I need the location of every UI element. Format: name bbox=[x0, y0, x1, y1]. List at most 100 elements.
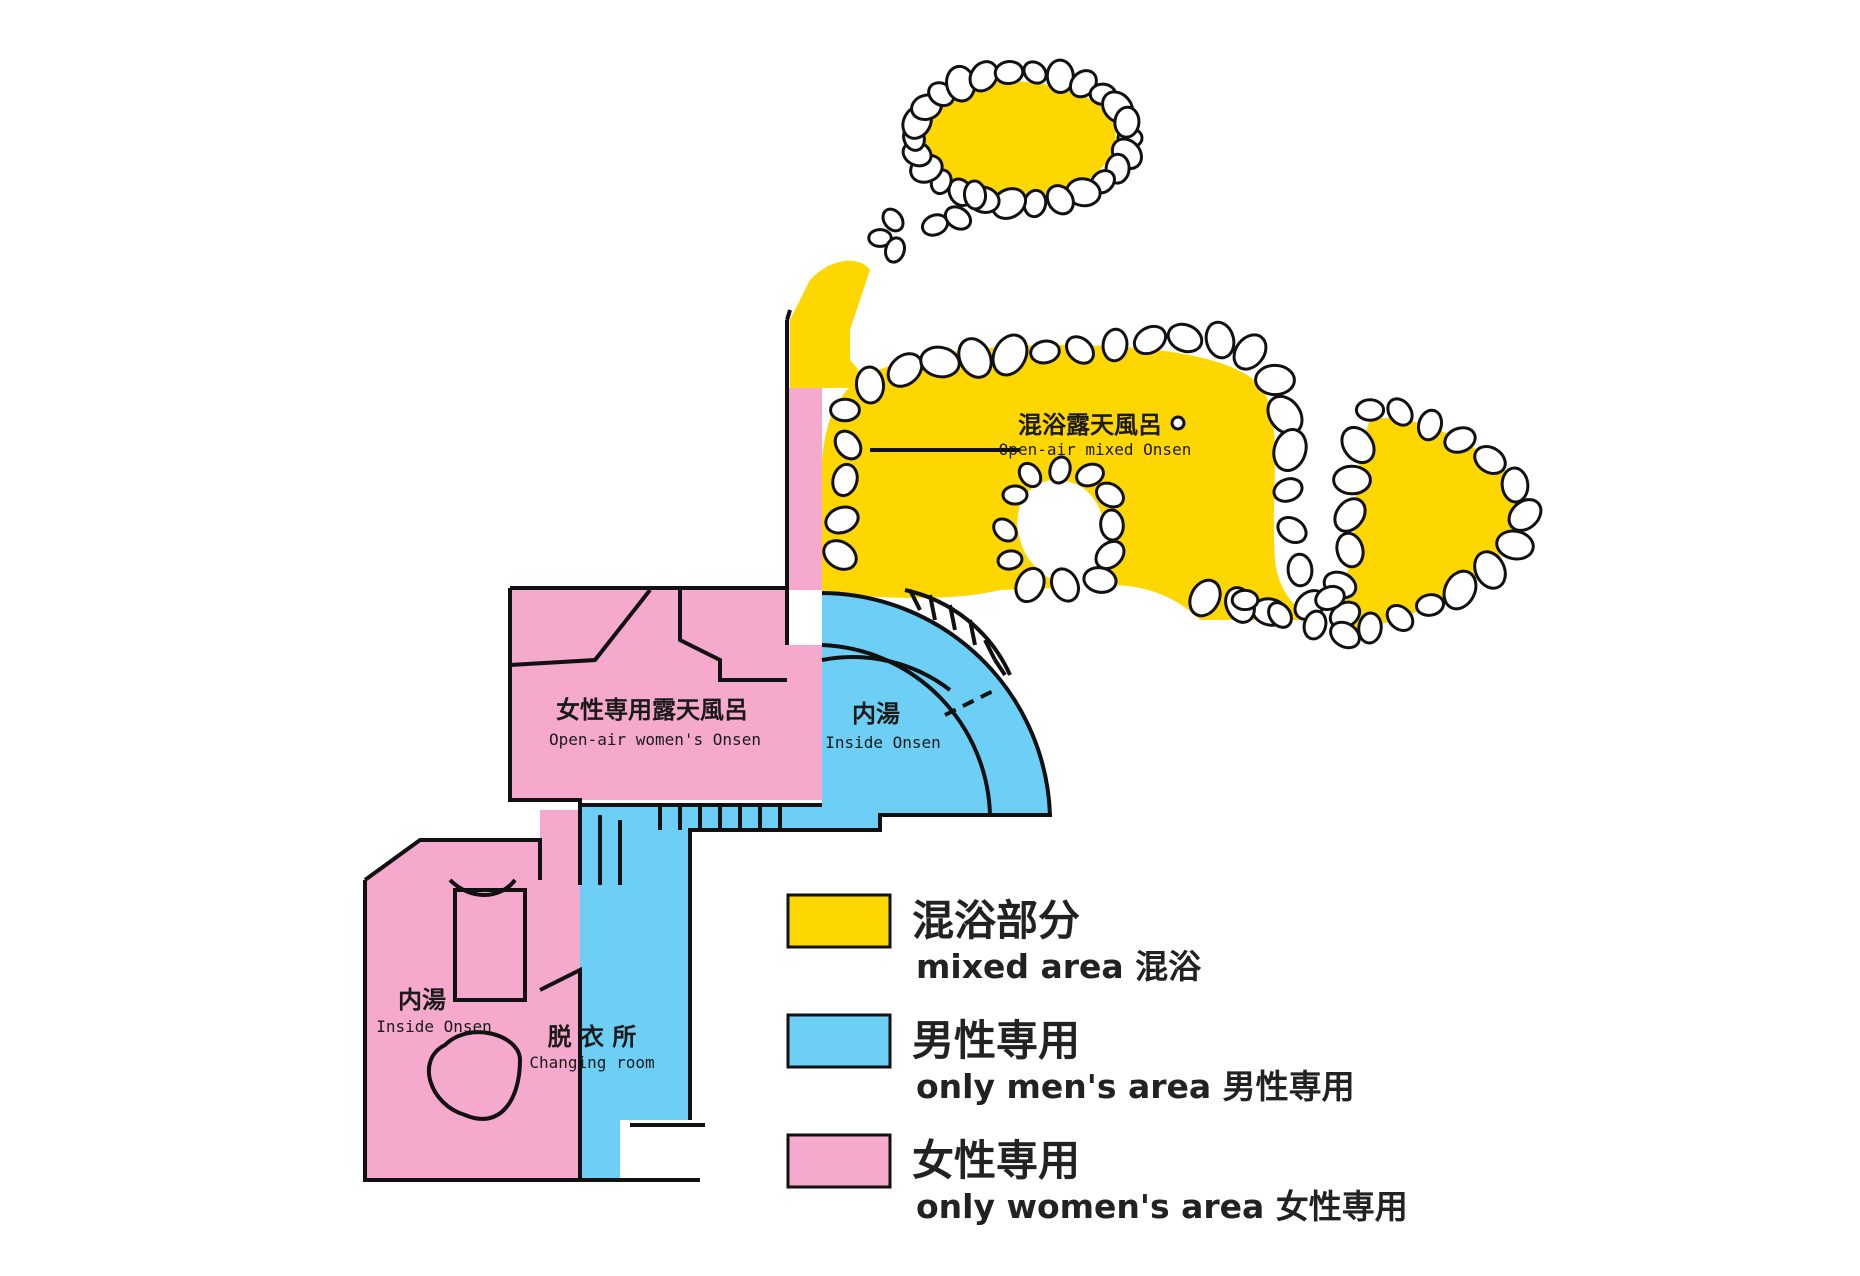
rock-stone bbox=[991, 333, 1029, 377]
women-open-air-label-en: Open-air women's Onsen bbox=[549, 730, 761, 749]
men-inside-room bbox=[822, 593, 1050, 830]
women-open-air-room bbox=[510, 588, 822, 800]
women-open-air-label-jp: 女性専用露天風呂 bbox=[556, 696, 748, 724]
mixed-open-air-label-jp: 混浴露天風呂 bbox=[1018, 411, 1162, 439]
rock-stone bbox=[1314, 584, 1346, 612]
rock-stone bbox=[1082, 566, 1118, 594]
legend-title-women: 女性専用 bbox=[912, 1136, 1080, 1185]
rock-stone bbox=[881, 207, 905, 233]
mixed-right-pool bbox=[1340, 418, 1522, 630]
rock-stone bbox=[1495, 529, 1535, 561]
changing-room-label-en: Changing room bbox=[529, 1053, 654, 1072]
rock-stone bbox=[1022, 60, 1048, 85]
rock-stone bbox=[1001, 484, 1029, 506]
mixed-stem bbox=[790, 260, 870, 388]
rock-stone bbox=[824, 505, 860, 535]
rock-stone bbox=[1385, 603, 1415, 633]
location-marker-icon bbox=[1170, 415, 1186, 431]
men-inside-label-jp: 内湯 bbox=[852, 700, 900, 728]
rock-stone bbox=[1500, 466, 1530, 504]
rock-stone bbox=[919, 345, 961, 379]
rock-border bbox=[822, 58, 1543, 650]
rock-stone bbox=[993, 59, 1025, 86]
rock-stone bbox=[1329, 620, 1361, 650]
rock-stone bbox=[833, 429, 863, 461]
rock-stone bbox=[1333, 497, 1367, 533]
men-inside-label-en: Inside Onsen bbox=[825, 733, 941, 752]
rock-stone bbox=[1029, 339, 1061, 365]
rock-stone bbox=[1357, 611, 1383, 645]
rock-stone bbox=[822, 539, 858, 571]
rock-stone bbox=[992, 517, 1018, 543]
rock-stone bbox=[1049, 567, 1081, 603]
legend: 混浴部分 mixed area 混浴 男性専用 only men's area … bbox=[786, 893, 1408, 1226]
rock-stone bbox=[996, 549, 1024, 571]
men-area bbox=[580, 593, 1050, 1180]
mixed-top-pool bbox=[918, 81, 1116, 197]
mixed-main-pool bbox=[822, 345, 1306, 620]
rock-stone bbox=[1065, 335, 1095, 365]
mixed-open-air-label-en: Open-air mixed Onsen bbox=[999, 440, 1192, 459]
legend-swatch-women bbox=[786, 1133, 892, 1189]
changing-room-label-jp: 脱 衣 所 bbox=[548, 1023, 637, 1051]
rock-stone bbox=[1095, 481, 1125, 509]
rock-stone bbox=[1414, 593, 1446, 617]
rock-stone bbox=[990, 187, 1028, 220]
rock-stone bbox=[1507, 498, 1543, 532]
rock-stone bbox=[1416, 408, 1444, 442]
legend-subtitle-mixed: mixed area 混浴 bbox=[916, 947, 1202, 986]
rock-stone bbox=[1188, 578, 1222, 618]
legend-subtitle-women: only women's area 女性専用 bbox=[916, 1187, 1408, 1226]
legend-swatch-mixed bbox=[786, 893, 892, 949]
legend-item-mixed: 混浴部分 mixed area 混浴 bbox=[786, 893, 1202, 986]
rock-stone bbox=[1272, 477, 1304, 503]
rock-stone bbox=[886, 352, 924, 388]
rock-stone bbox=[1045, 184, 1075, 216]
rock-stone bbox=[1204, 320, 1236, 360]
rock-stone bbox=[1230, 588, 1260, 612]
rock-stone bbox=[1132, 324, 1168, 356]
rock-stone bbox=[1335, 531, 1365, 569]
rock-stone bbox=[1094, 539, 1126, 571]
legend-item-women: 女性専用 only women's area 女性専用 bbox=[786, 1133, 1408, 1226]
legend-item-men: 男性専用 only men's area 男性専用 bbox=[786, 1013, 1355, 1106]
legend-title-men: 男性専用 bbox=[912, 1016, 1080, 1065]
rock-stone bbox=[1166, 322, 1204, 354]
rock-stone bbox=[854, 365, 886, 405]
rock-stone bbox=[1442, 569, 1478, 611]
rock-stone bbox=[831, 462, 859, 498]
rock-stone bbox=[968, 60, 999, 93]
rock-stone bbox=[1332, 464, 1372, 496]
rock-stone bbox=[1113, 105, 1141, 139]
rock-stone bbox=[1048, 455, 1072, 485]
room-labels: 混浴露天風呂 Open-air mixed Onsen 女性専用露天風呂 Ope… bbox=[376, 411, 1191, 1072]
rock-stone bbox=[1443, 426, 1477, 454]
women-inside-label-en: Inside Onsen bbox=[376, 1017, 492, 1036]
rock-stone bbox=[962, 179, 988, 211]
rock-stone bbox=[1473, 445, 1507, 475]
rock-stone bbox=[1302, 609, 1328, 641]
men-corridor bbox=[580, 805, 822, 1180]
rock-stone bbox=[1386, 397, 1414, 427]
rock-stone bbox=[1354, 398, 1386, 422]
rock-stone bbox=[1272, 427, 1308, 473]
mixed-area bbox=[790, 81, 1522, 630]
rock-stone bbox=[829, 397, 861, 423]
rock-stone bbox=[1101, 327, 1129, 363]
rock-stone bbox=[1473, 550, 1507, 590]
legend-subtitle-men: only men's area 男性専用 bbox=[916, 1067, 1355, 1106]
rock-stone bbox=[884, 236, 906, 264]
rock-stone bbox=[1017, 461, 1043, 489]
rock-stone bbox=[1254, 363, 1296, 397]
rock-stone bbox=[1075, 462, 1105, 488]
rock-stone bbox=[1232, 333, 1268, 371]
rock-stone bbox=[1276, 515, 1308, 545]
rock-stone bbox=[957, 337, 993, 379]
legend-swatch-men bbox=[786, 1013, 892, 1069]
rock-stone bbox=[1340, 425, 1376, 465]
women-corridor bbox=[787, 388, 822, 590]
rock-stone bbox=[1099, 508, 1125, 542]
legend-title-mixed: 混浴部分 bbox=[912, 896, 1080, 945]
